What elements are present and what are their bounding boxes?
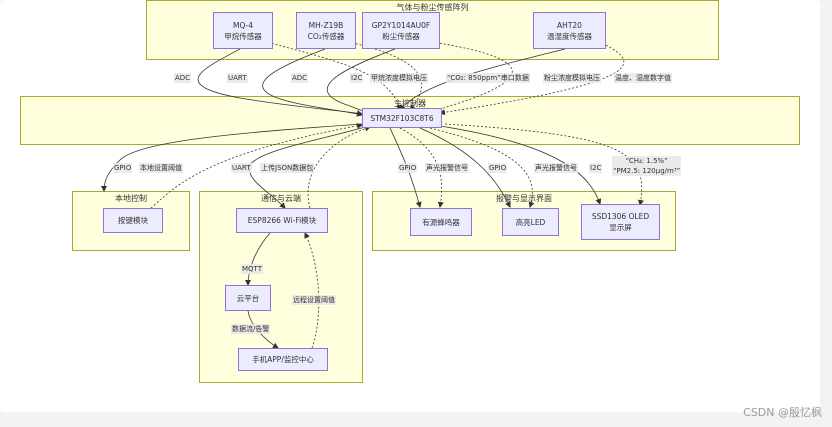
edge-mcu-oled [439,125,602,205]
node-oled: SSD1306 OLED 显示屏 [581,204,660,240]
edge-label-upload-json: 上传JSON数据包 [260,163,315,173]
edge-co2-data [339,39,422,111]
node-buzzer: 有源蜂鸣器 [410,208,472,236]
node-gp2y: GP2Y1014AU0F 粉尘传感器 [362,12,440,49]
node-mcu-label: STM32F103C8T6 [370,113,434,123]
edge-mcu-esp [248,126,366,209]
node-mhz19b-line2: CO₂传感器 [307,31,345,41]
node-mq4: MQ-4 甲烷传感器 [213,12,273,49]
cluster-comm-title: 通信与云端 [261,194,301,203]
node-aht20: AHT20 温湿度传感器 [533,12,606,49]
diagram-canvas: 气体与粉尘传感阵列 主控制器 本地控制 通信与云端 报警与显示界面 [0,0,820,412]
edge-mhz-mcu [262,48,363,117]
edge-label-uart-esp: UART [231,163,252,173]
node-aht20-line2: 温湿度传感器 [547,31,592,41]
edge-mcu-key [101,123,363,192]
edge-temp-value [439,39,625,116]
node-cloud: 云平台 [225,285,271,311]
node-mhz19b: MH-Z19B CO₂传感器 [296,12,356,49]
node-esp: ESP8266 Wi-Fi模块 [236,208,328,233]
node-mq4-line2: 甲烷传感器 [224,31,262,41]
edge-mq4-mcu [197,48,363,117]
edges-layer [101,39,644,349]
edge-mcu-buzzer [389,127,422,208]
edge-label-gpio-key: GPIO [113,163,133,173]
edge-label-gpio-buzzer: GPIO [398,163,418,173]
edge-label-sound-light-1: 声光报警信号 [425,163,469,173]
edge-label-oled-text-line1: “CH₄: 1.5%” [625,157,668,165]
watermark: CSDN @殷忆枫 [743,406,822,419]
cluster-sensors-title: 气体与粉尘传感阵列 [396,3,469,12]
edge-label-mqtt: MQTT [241,264,263,274]
edge-label-sound-light-2: 声光报警信号 [534,163,578,173]
node-esp-label: ESP8266 Wi-Fi模块 [247,216,317,225]
node-mq4-line1: MQ-4 [232,20,254,30]
edge-json-upload [307,125,371,209]
edge-label-adc-gp2y: ADC [291,73,309,83]
node-key: 按键模块 [103,208,163,233]
edge-dust-analog [419,39,513,114]
cluster-local: 本地控制 [72,191,190,251]
edge-label-uart-mhz: UART [227,73,248,83]
node-buzzer-label: 有源蜂鸣器 [422,217,460,227]
edge-label-key-threshold: 本地设置阈值 [139,163,183,173]
edge-label-dust-analog: 粉尘浓度模拟电压 [543,73,601,83]
node-led: 高亮LED [502,208,559,236]
edge-label-data-alarm: 数据流/告警 [231,324,271,334]
edge-remote-threshold [304,232,320,349]
node-cloud-label: 云平台 [236,293,260,303]
edge-esp-cloud [245,232,271,286]
node-aht20-line1: AHT20 [557,20,582,30]
edge-oled-text [444,123,644,206]
node-app-label: 手机APP/监控中心 [252,355,314,364]
edge-label-oled-text-line2: “PM2.5: 120μg/m³” [613,167,681,175]
edge-ch4-analog [259,39,402,111]
node-mcu: STM32F103C8T6 [362,108,442,128]
node-gp2y-line2: 粉尘传感器 [382,31,420,41]
node-mhz19b-line1: MH-Z19B [308,20,344,30]
node-oled-line2: 显示屏 [609,223,632,232]
cluster-alarm-title: 报警与显示界面 [496,194,552,203]
node-app: 手机APP/监控中心 [238,348,328,371]
edge-label-co2-serial: “CO₂: 850ppm”串口数据 [446,73,530,83]
edge-label-i2c-aht: I2C [350,73,364,83]
edge-key-threshold [134,122,363,221]
edge-label-oled-text: “CH₄: 1.5%” “PM2.5: 120μg/m³” [612,156,682,176]
node-oled-line1: SSD1306 OLED [591,212,650,221]
edge-label-remote-threshold: 远程设置阈值 [292,295,336,305]
node-gp2y-line1: GP2Y1014AU0F [371,20,431,30]
edge-label-ch4-analog: 甲烷浓度模拟电压 [370,73,428,83]
edge-led-signal [429,127,535,208]
edge-mcu-led [419,127,511,208]
edge-label-temp-digital: 温度、湿度数字值 [614,73,672,83]
edge-label-adc-mq4: ADC [174,73,192,83]
node-key-label: 按键模块 [118,216,148,225]
node-led-label: 高亮LED [515,217,546,227]
edge-label-i2c-oled: I2C [589,163,603,173]
cluster-local-title: 本地控制 [115,194,147,203]
cluster-controller-title: 主控制器 [394,99,426,108]
edge-label-gpio-led: GPIO [488,163,508,173]
